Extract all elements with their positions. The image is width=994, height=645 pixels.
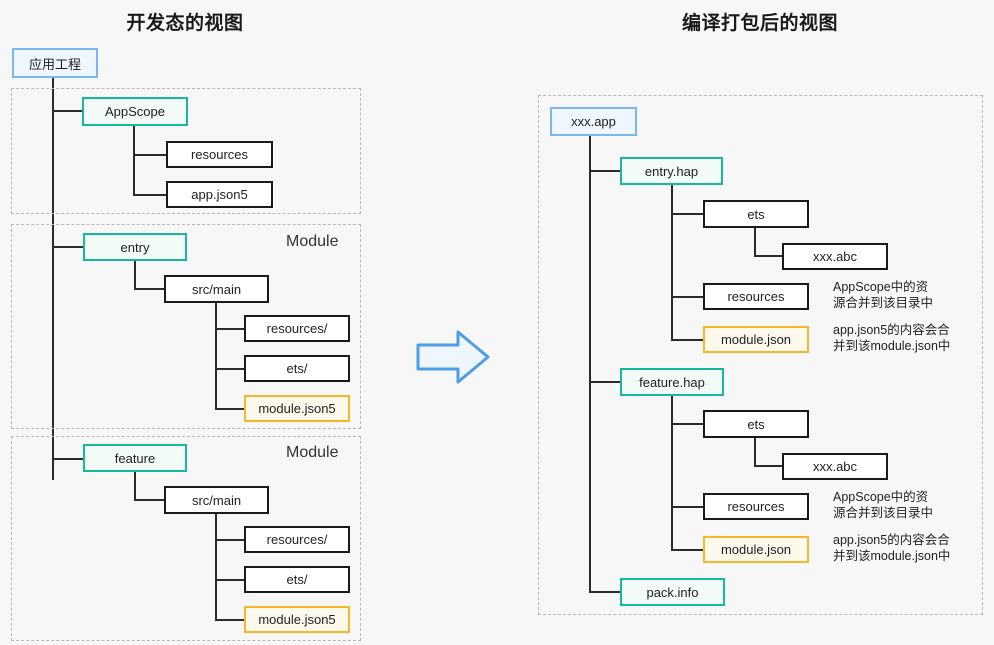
node-entry-src-main[interactable]: src/main xyxy=(164,275,269,303)
group-appscope xyxy=(11,88,361,214)
node-xxx-app[interactable]: xxx.app xyxy=(550,107,637,136)
node-entry-hap-module-json[interactable]: module.json xyxy=(703,326,809,353)
connector-featurehap-to-ets xyxy=(671,423,705,425)
connector-entry-to-srcmain xyxy=(134,288,166,290)
node-entry-hap-resources[interactable]: resources xyxy=(703,283,809,310)
connector-root-to-entry xyxy=(52,246,85,248)
node-feature-hap-ets[interactable]: ets xyxy=(703,410,809,438)
note-feature-resources: AppScope中的资 源合并到该目录中 xyxy=(833,490,934,520)
connector-root-to-appscope xyxy=(52,110,84,112)
connector-ets-to-xxxabc-feature xyxy=(754,465,784,467)
connector-ets-to-xxxabc-entry xyxy=(754,255,784,257)
note-feature-modulejson: app.json5的内容会合 并到该module.json中 xyxy=(833,533,951,563)
group-label-entry-module: Module xyxy=(286,233,339,250)
node-entry[interactable]: entry xyxy=(83,233,187,261)
node-feature-hap[interactable]: feature.hap xyxy=(620,368,724,396)
node-appscope[interactable]: AppScope xyxy=(82,97,188,126)
connector-appscope-to-resources xyxy=(133,154,167,156)
connector-root-to-feature xyxy=(52,458,85,460)
connector-srcmain-to-resources-feature xyxy=(215,539,246,541)
trunk-line-feature xyxy=(134,472,136,500)
node-appscope-app-json5[interactable]: app.json5 xyxy=(166,181,273,208)
right-panel-title: 编译打包后的视图 xyxy=(681,13,838,34)
connector-feature-to-srcmain xyxy=(134,499,166,501)
connector-app-to-packinfo xyxy=(589,591,622,593)
connector-entryhap-to-ets xyxy=(671,213,705,215)
node-entry-hap[interactable]: entry.hap xyxy=(620,157,723,185)
trunk-line-right xyxy=(589,136,591,593)
node-pack-info[interactable]: pack.info xyxy=(620,578,725,606)
connector-app-to-featurehap xyxy=(589,381,622,383)
node-feature-ets[interactable]: ets/ xyxy=(244,566,350,593)
trunk-line-entryhap-ets xyxy=(754,228,756,256)
node-feature-hap-xxx-abc[interactable]: xxx.abc xyxy=(782,453,888,480)
node-feature[interactable]: feature xyxy=(83,444,187,472)
left-panel-title: 开发态的视图 xyxy=(126,13,244,34)
node-appscope-resources[interactable]: resources xyxy=(166,141,273,168)
connector-app-to-entryhap xyxy=(589,170,622,172)
node-feature-module-json5[interactable]: module.json5 xyxy=(244,606,350,633)
trunk-line-entry xyxy=(134,261,136,289)
connector-srcmain-to-modulejson5-entry xyxy=(215,408,246,410)
note-entry-modulejson: app.json5的内容会合 并到该module.json中 xyxy=(833,323,951,353)
connector-srcmain-to-ets-entry xyxy=(215,368,246,370)
note-entry-resources: AppScope中的资 源合并到该目录中 xyxy=(833,280,934,310)
node-feature-src-main[interactable]: src/main xyxy=(164,486,269,514)
trunk-line-appscope xyxy=(133,126,135,195)
trunk-line-entry-srcmain xyxy=(215,303,217,410)
connector-featurehap-to-modulejson xyxy=(671,549,705,551)
connector-srcmain-to-resources-entry xyxy=(215,328,246,330)
node-entry-hap-ets[interactable]: ets xyxy=(703,200,809,228)
trunk-line-left xyxy=(52,78,54,480)
connector-srcmain-to-modulejson5-feature xyxy=(215,619,246,621)
node-feature-hap-resources[interactable]: resources xyxy=(703,493,809,520)
connector-appscope-to-appjson5 xyxy=(133,194,167,196)
trunk-line-entryhap xyxy=(671,185,673,340)
connector-srcmain-to-ets-feature xyxy=(215,579,246,581)
node-entry-hap-xxx-abc[interactable]: xxx.abc xyxy=(782,243,888,270)
node-entry-resources[interactable]: resources/ xyxy=(244,315,350,342)
node-feature-resources[interactable]: resources/ xyxy=(244,526,350,553)
node-feature-hap-module-json[interactable]: module.json xyxy=(703,536,809,563)
trunk-line-featurehap-ets xyxy=(754,438,756,466)
connector-featurehap-to-resources xyxy=(671,506,705,508)
node-entry-module-json5[interactable]: module.json5 xyxy=(244,395,350,422)
group-feature-module xyxy=(11,436,361,641)
trunk-line-feature-srcmain xyxy=(215,514,217,621)
group-packaged-app xyxy=(538,95,983,615)
node-entry-ets[interactable]: ets/ xyxy=(244,355,350,382)
convert-arrow-icon xyxy=(416,330,490,384)
connector-entryhap-to-resources xyxy=(671,296,705,298)
trunk-line-featurehap xyxy=(671,396,673,551)
connector-entryhap-to-modulejson xyxy=(671,339,705,341)
group-label-feature-module: Module xyxy=(286,444,339,461)
node-app-project[interactable]: 应用工程 xyxy=(12,48,98,78)
group-entry-module xyxy=(11,224,361,429)
